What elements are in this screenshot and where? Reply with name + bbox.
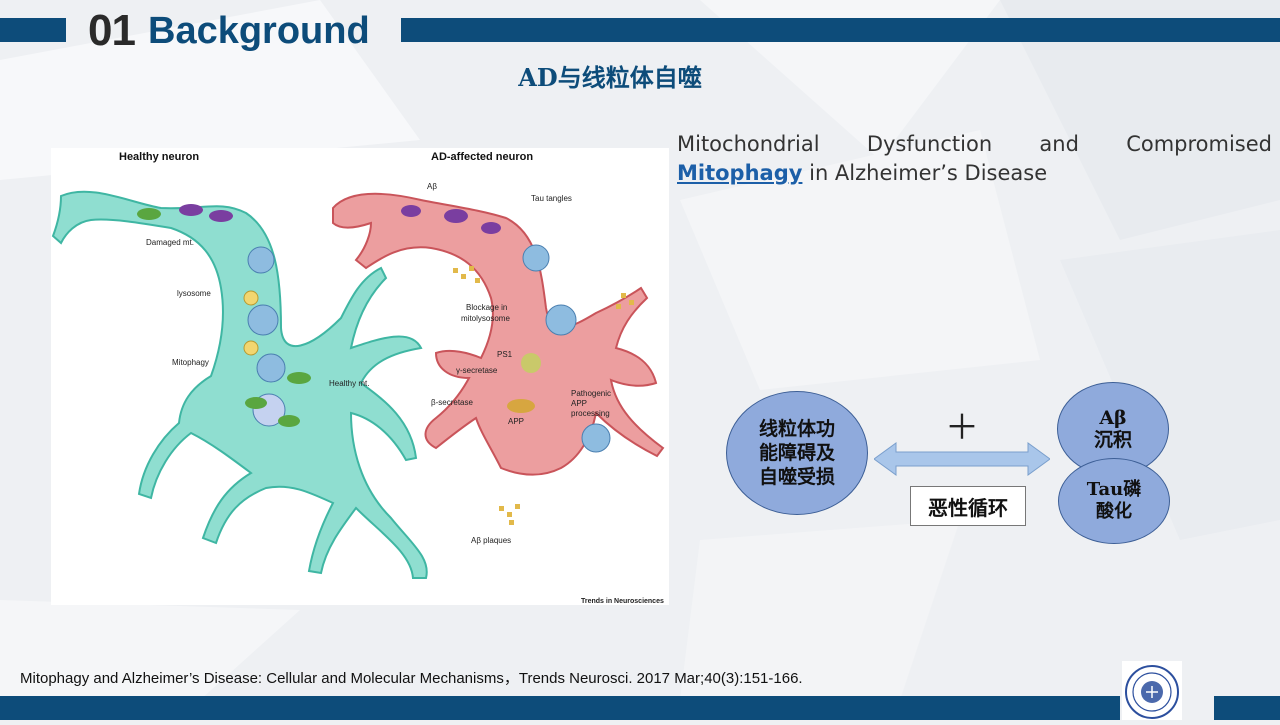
circle-top-right-line-1: Aβ bbox=[1094, 407, 1132, 429]
label-blockage-1: Blockage in bbox=[466, 303, 507, 312]
header-bar-left bbox=[0, 18, 66, 42]
double-arrow-icon bbox=[874, 441, 1050, 477]
section-number: 01 bbox=[88, 6, 135, 56]
label-ps1: PS1 bbox=[497, 350, 513, 359]
description-text-2: in Alzheimer’s Disease bbox=[802, 161, 1047, 185]
label-gamma-secretase: γ-secretase bbox=[456, 366, 498, 375]
footer-bar-left bbox=[0, 696, 1120, 720]
mitophagy-link[interactable]: Mitophagy bbox=[677, 161, 802, 185]
slide-subtitle: AD与线粒体自噬 bbox=[480, 58, 740, 93]
footer-bar-right bbox=[1214, 696, 1280, 720]
circle-left-line-1: 线粒体功 bbox=[759, 417, 835, 441]
section-title: Background bbox=[148, 10, 370, 53]
header-bar-right bbox=[401, 18, 1280, 42]
circle-left-line-3: 自噬受损 bbox=[759, 465, 835, 489]
label-pathogenic-2: APP bbox=[571, 399, 587, 408]
circle-bottom-right-line-1: Tau磷 bbox=[1087, 479, 1141, 501]
circle-top-right-line-2: 沉积 bbox=[1094, 429, 1132, 451]
university-seal-icon bbox=[1122, 661, 1182, 720]
vicious-cycle-label: 恶性循环 bbox=[910, 486, 1026, 526]
label-mitophagy: Mitophagy bbox=[172, 358, 209, 367]
label-pathogenic-3: processing bbox=[571, 409, 610, 418]
label-healthy-mt: Healthy mt. bbox=[329, 379, 369, 388]
label-abeta: Aβ bbox=[427, 182, 437, 191]
neuron-illustration: Healthy neuron AD-affected neuron Damage… bbox=[51, 148, 669, 605]
circle-bottom-right-line-2: 酸化 bbox=[1087, 501, 1141, 523]
ad-neuron-title: AD-affected neuron bbox=[431, 151, 533, 163]
label-abeta-plaques: Aβ plaques bbox=[471, 536, 511, 545]
description-text-1: Mitochondrial Dysfunction and Compromise… bbox=[677, 132, 1272, 156]
label-beta-secretase: β-secretase bbox=[431, 398, 474, 407]
healthy-neuron-title: Healthy neuron bbox=[119, 151, 199, 163]
label-pathogenic-1: Pathogenic bbox=[571, 389, 611, 398]
label-damaged-mt: Damaged mt. bbox=[146, 238, 194, 247]
neuron-figure: Healthy neuron AD-affected neuron Damage… bbox=[51, 148, 669, 605]
slide-description: Mitochondrial Dysfunction and Compromise… bbox=[677, 130, 1272, 188]
ad-neuron bbox=[333, 194, 663, 475]
circle-left-line-2: 能障碍及 bbox=[759, 441, 835, 465]
university-logo bbox=[1122, 661, 1182, 720]
label-blockage-2: mitolysosome bbox=[461, 314, 510, 323]
journal-credit: Trends in Neurosciences bbox=[581, 598, 664, 605]
label-tau-tangles: Tau tangles bbox=[531, 194, 572, 203]
tau-phosphorylation-circle: Tau磷 酸化 bbox=[1058, 458, 1170, 544]
reference-citation: Mitophagy and Alzheimer’s Disease: Cellu… bbox=[20, 667, 803, 688]
label-lysosome: lysosome bbox=[177, 289, 211, 298]
label-app: APP bbox=[508, 417, 524, 426]
mitochondrial-dysfunction-circle: 线粒体功 能障碍及 自噬受损 bbox=[726, 391, 868, 515]
